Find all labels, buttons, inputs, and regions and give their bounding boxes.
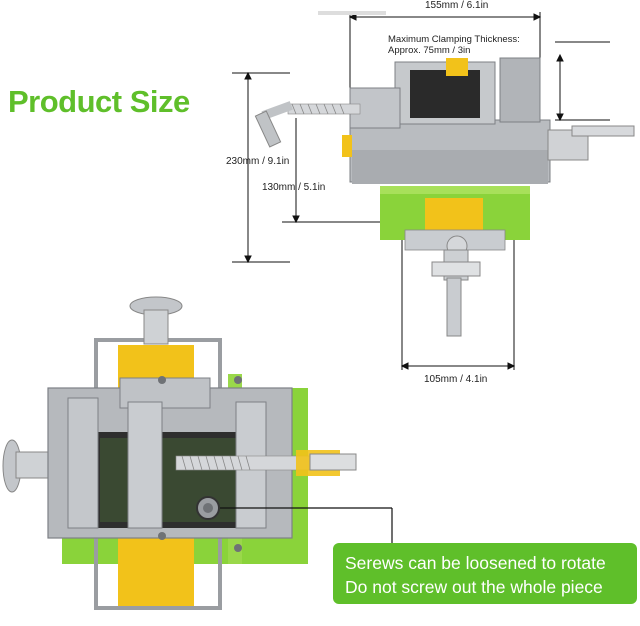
width-bottom-label: 105mm / 4.1in: [424, 374, 488, 385]
note-line-2: Do not screw out the whole piece: [345, 577, 603, 597]
vise-top-view: [2, 296, 393, 610]
width-top-label: 155mm / 6.1in: [425, 0, 489, 11]
height-total-label: 230mm / 9.1in: [226, 156, 290, 167]
clamping-thickness-label: Maximum Clamping Thickness: Approx. 75mm…: [388, 34, 520, 56]
note-line-1: Serews can be loosened to rotate: [345, 553, 606, 573]
clamping-title: Maximum Clamping Thickness:: [388, 34, 520, 45]
height-lower-label: 130mm / 5.1in: [262, 182, 326, 193]
page-title: Product Size: [8, 84, 190, 119]
clamping-value: Approx. 75mm / 3in: [388, 45, 471, 56]
vise-side-view: [254, 57, 635, 337]
rotation-note-box: Serews can be loosened to rotate Do not …: [333, 543, 637, 604]
dimension-lines: [232, 11, 610, 370]
